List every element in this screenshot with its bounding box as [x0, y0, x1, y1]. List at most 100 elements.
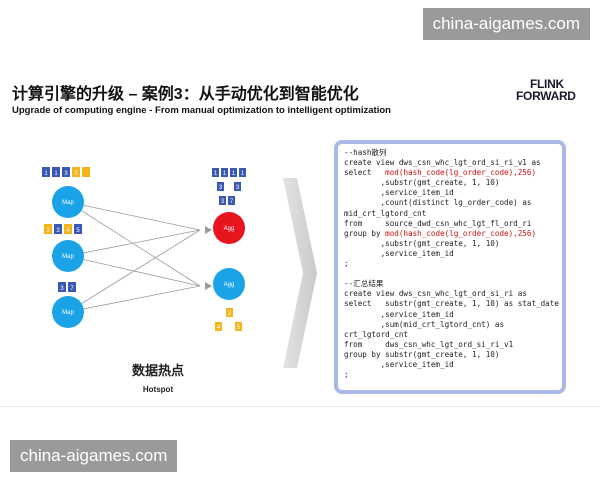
code-line: ,service_item_id: [344, 188, 454, 198]
code-line: --hash散列: [344, 148, 387, 157]
key-label: 1: [241, 171, 245, 177]
map-node: [52, 186, 84, 218]
key-label: 1: [54, 171, 58, 177]
key-label: 3: [60, 286, 64, 292]
key-label: 2: [228, 311, 232, 317]
key-block: [54, 224, 62, 234]
key-label: 1: [44, 171, 48, 177]
key-label: 2: [46, 228, 50, 234]
agg-node: [213, 268, 245, 300]
code-line: ,substr(gmt_create, 1, 10): [344, 178, 500, 188]
key-block: [62, 167, 70, 177]
caption-en: Hotspot: [142, 385, 174, 394]
key-block: [221, 168, 228, 177]
key-block: [74, 224, 82, 234]
key-block: [44, 224, 52, 234]
code-line: from source_dwd_csn_whc_lgt_fl_ord_ri: [344, 218, 532, 228]
key-block: [217, 182, 224, 191]
code-line: group by: [344, 228, 386, 238]
hotspot-caption: 数据热点 Hotspot: [118, 360, 198, 394]
key-label: 1: [232, 171, 236, 177]
flink-forward-logo: FLINK FORWARD: [516, 78, 584, 102]
code-line: crt_lgtord_cnt: [344, 329, 409, 339]
code-line: ;: [344, 259, 349, 269]
key-label: 5: [237, 325, 241, 331]
code-line: select: [344, 168, 386, 178]
slide-subtitle: Upgrade of computing engine - From manua…: [12, 105, 391, 116]
key-label: 3: [219, 185, 223, 191]
code-highlight: mod(hash_code(lg_order_code),256): [385, 228, 537, 238]
code-line: --汇总结果: [344, 279, 384, 289]
edge: [67, 229, 201, 257]
key-label: 3: [236, 185, 240, 191]
sql-code-panel: --hash散列 create view dws_csn_whc_lgt_ord…: [334, 140, 566, 394]
code-line: ,service_item_id: [344, 309, 454, 319]
key-block: [68, 282, 76, 292]
map-node-label: Map: [62, 200, 74, 206]
watermark-bottom: china-aigames.com: [10, 440, 178, 472]
key-block: [230, 168, 237, 177]
key-block: [82, 167, 90, 177]
key-label: 4: [66, 228, 70, 234]
key-block: [215, 322, 222, 331]
edge-arrowheads: [205, 226, 212, 290]
code-line: ,service_item_id: [344, 248, 454, 258]
code-line: select substr(gmt_create, 1, 10) as stat…: [344, 299, 559, 309]
key-label: 7: [70, 286, 74, 292]
key-label: 1: [223, 171, 227, 177]
sql-code: --hash散列 create view dws_csn_whc_lgt_ord…: [344, 148, 559, 380]
code-line: create view dws_csn_whc_lgt_ord_si_ri_v1…: [344, 158, 541, 168]
map-node: [52, 240, 84, 272]
logo-line-1: FLINK: [530, 77, 564, 91]
code-line: ,service_item_id: [344, 359, 454, 369]
agg-node-label: Agg: [224, 282, 235, 288]
code-line: ,substr(gmt_create, 1, 10): [344, 238, 500, 248]
key-block: [226, 308, 233, 317]
key-label: 4: [217, 325, 221, 331]
key-label: 1: [214, 171, 218, 177]
code-highlight: mod(hash_code(lg_order_code),256): [385, 168, 537, 178]
key-block: [212, 168, 219, 177]
logo-line-2: FORWARD: [516, 89, 576, 103]
key-label: 7: [230, 199, 234, 205]
key-block: [228, 196, 235, 205]
code-line: ,count(distinct lg_order_code) as: [344, 198, 532, 208]
key-label: 3: [221, 199, 225, 205]
diagram-edges: [67, 201, 201, 313]
map-node-label: Map: [62, 310, 74, 316]
code-line: create view dws_csn_whc_lgt_ord_si_ri as: [344, 289, 527, 299]
hotspot-diagram: 1 1 3 3 2 3 4 5 3 7 1 1 1 1 3 3: [42, 167, 246, 331]
code-line: ,sum(mid_crt_lgtord_cnt) as: [344, 319, 505, 329]
edge: [67, 285, 201, 313]
code-line: ;: [344, 370, 349, 380]
key-block: [42, 167, 50, 177]
caption-cn: 数据热点: [131, 363, 184, 378]
map-node-label: Map: [62, 254, 74, 260]
edge: [67, 201, 201, 231]
key-block: [58, 282, 66, 292]
bottom-divider: [0, 406, 600, 407]
key-block: [72, 167, 80, 177]
key-block: [234, 182, 241, 191]
key-label: 3: [56, 228, 60, 234]
edge: [67, 201, 201, 287]
key-block: [52, 167, 60, 177]
arrowhead: [205, 282, 212, 290]
key-label: 3: [74, 171, 78, 177]
code-line: from dws_csn_whc_lgt_ord_si_ri_v1: [344, 339, 514, 349]
agg-node-hot: [213, 212, 245, 244]
watermark-top: china-aigames.com: [422, 8, 590, 40]
code-line: group by substr(gmt_create, 1, 10): [344, 349, 500, 359]
code-line: mid_crt_lgtord_cnt: [344, 208, 427, 218]
chevron-right-icon: [283, 178, 317, 368]
key-block: [64, 224, 72, 234]
key-label: 5: [76, 228, 80, 234]
edge: [67, 229, 201, 313]
agg-node-label: Agg: [224, 226, 235, 232]
arrowhead: [205, 226, 212, 234]
key-block: [235, 322, 242, 331]
key-label: 3: [64, 171, 68, 177]
key-block: [219, 196, 226, 205]
slide-title: 计算引擎的升级 – 案例3：从手动优化到智能优化: [12, 86, 359, 103]
key-block: [239, 168, 246, 177]
